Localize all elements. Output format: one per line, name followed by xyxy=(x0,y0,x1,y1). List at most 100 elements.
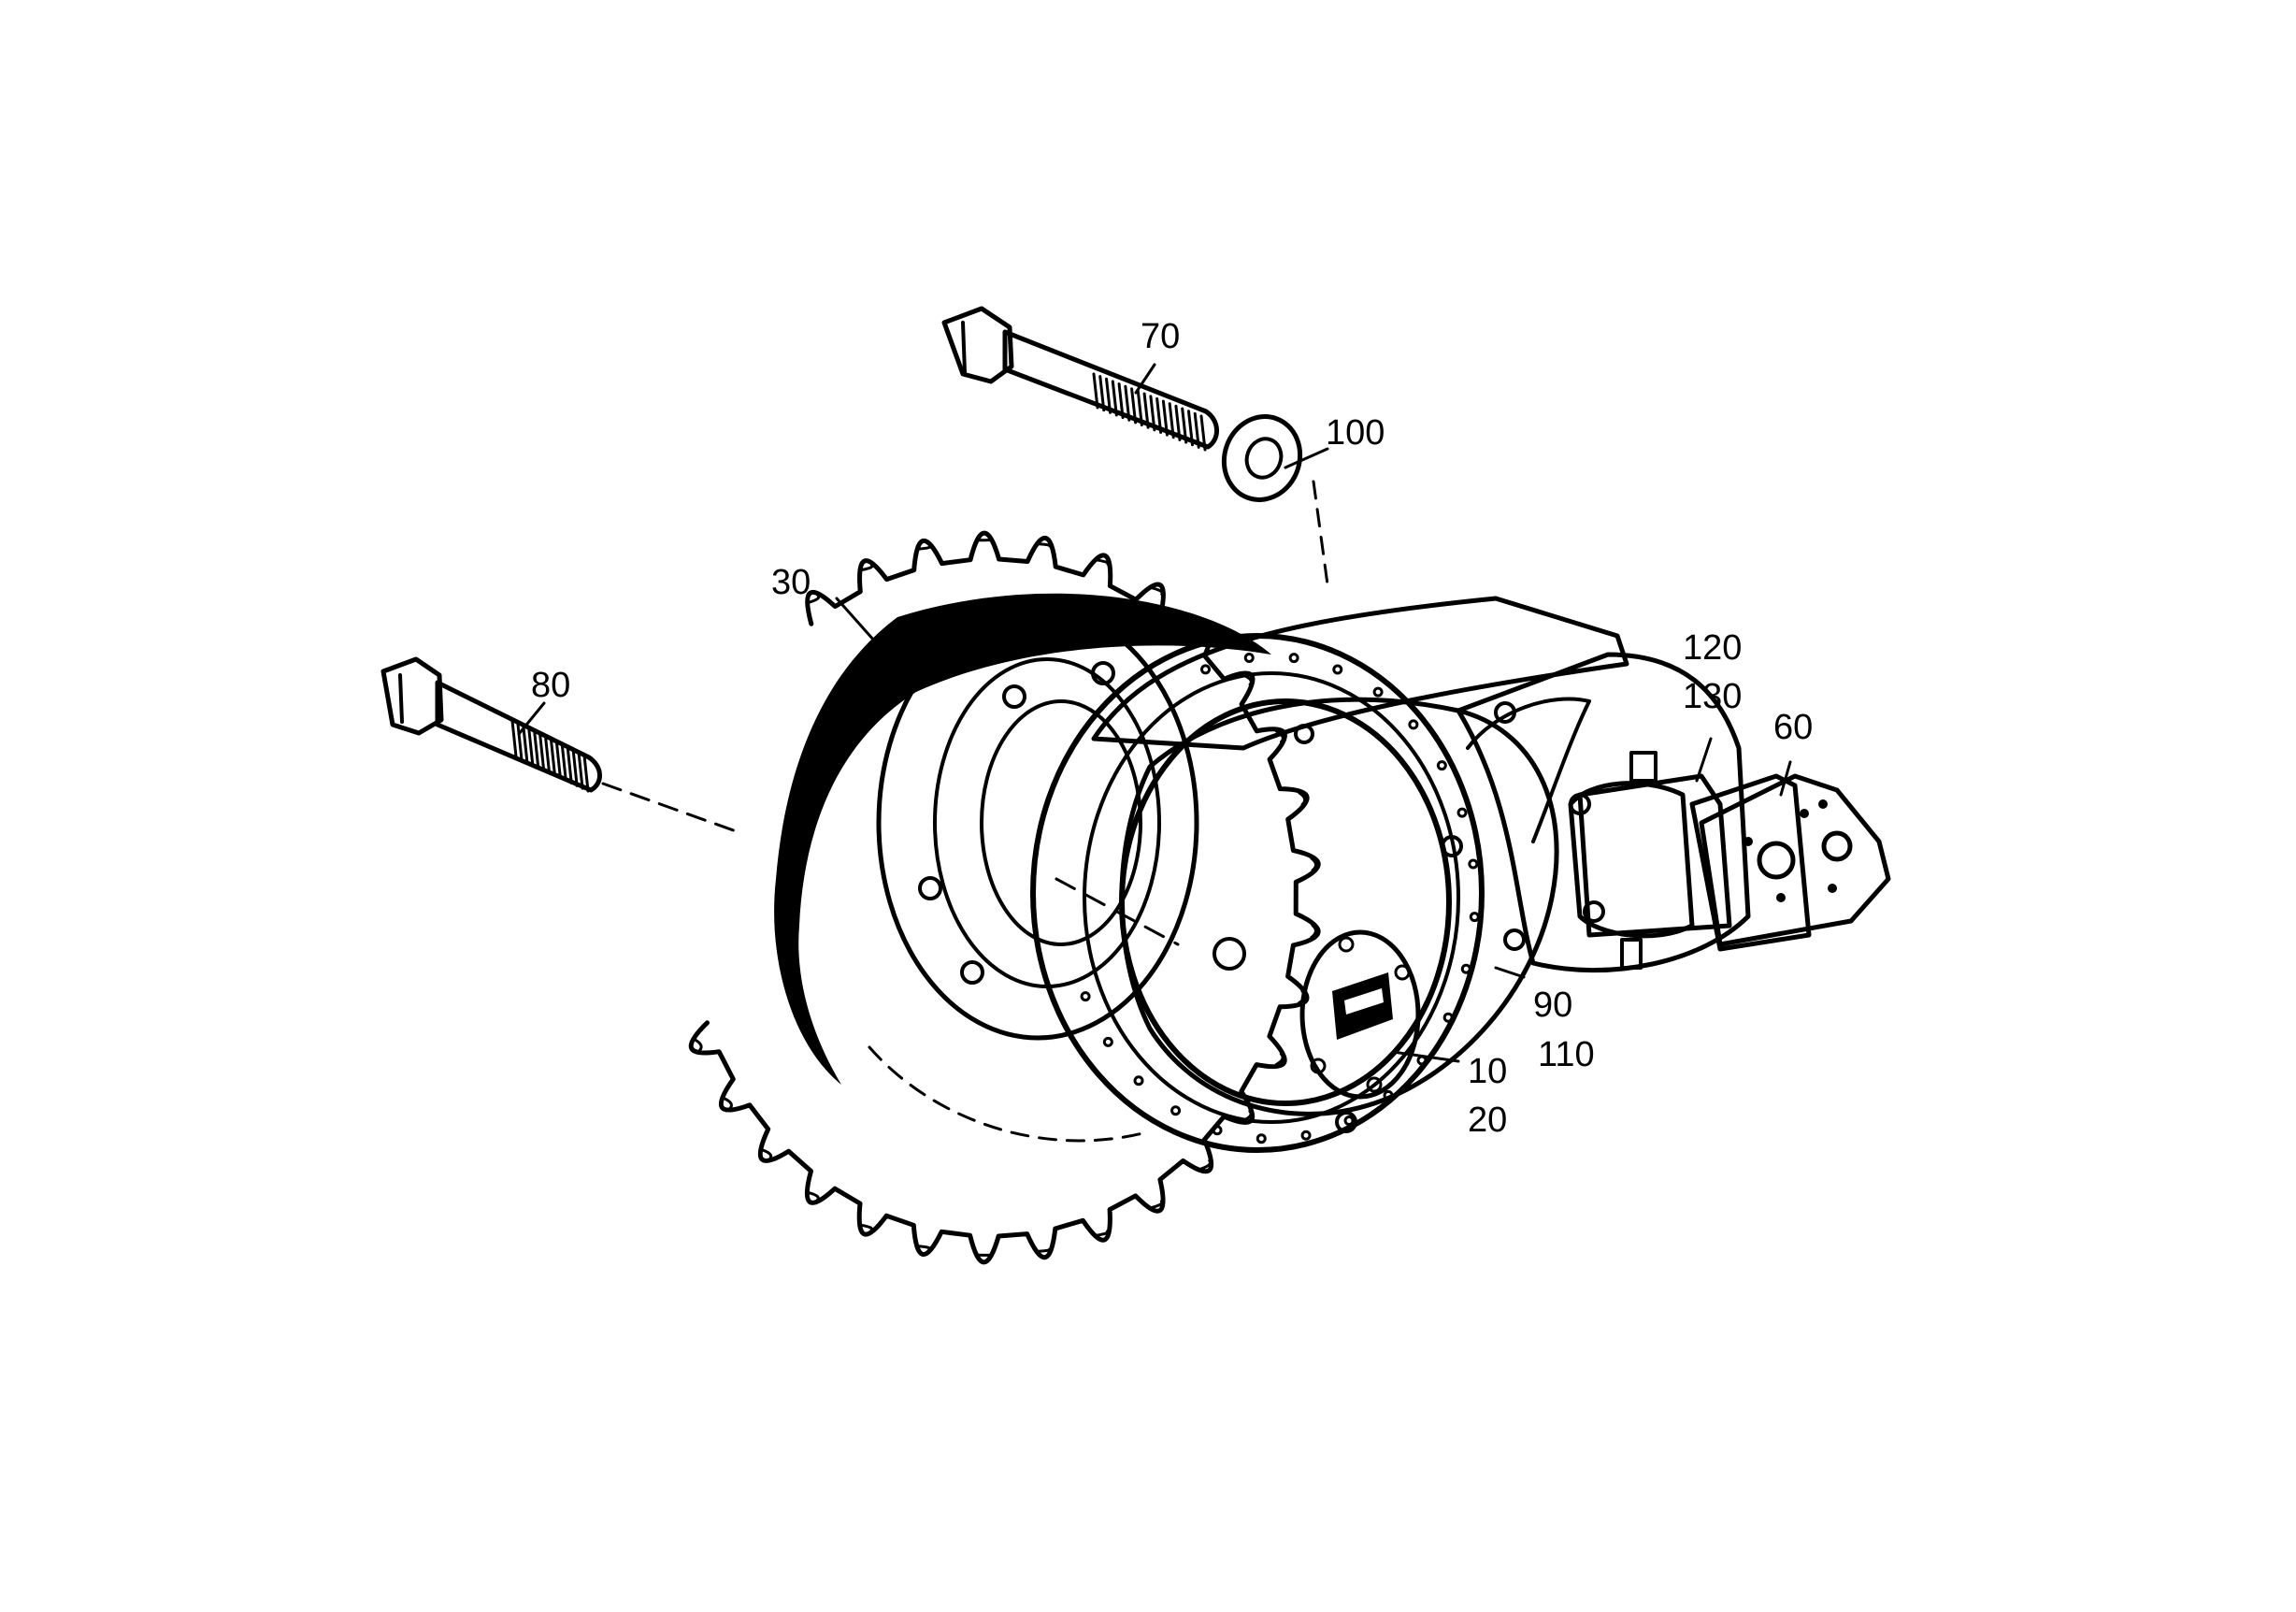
ring-bolt-head xyxy=(1212,1125,1223,1136)
bolt-thread-line xyxy=(1092,372,1099,410)
ring-bolt-head xyxy=(1383,1089,1394,1101)
bolt-thread-line xyxy=(1149,395,1156,432)
hydraulic-motor xyxy=(1568,751,1891,970)
leader-lines xyxy=(517,363,1792,1063)
bolt-thread-line xyxy=(1111,380,1118,417)
callout-70: 70 xyxy=(1141,317,1180,356)
bolt-thread-line xyxy=(1124,384,1131,422)
ring-bolt-head xyxy=(1457,807,1468,818)
ring-bolt-head xyxy=(1256,1133,1267,1144)
bolt-thread-line xyxy=(1155,396,1163,434)
ring-bolt-head xyxy=(1436,760,1447,771)
bolt-thread-line xyxy=(533,729,540,769)
ring-bolt-head xyxy=(1133,1075,1144,1087)
ring-bolt-head xyxy=(1469,912,1480,923)
bolt-thread-line xyxy=(566,745,573,784)
callout-30: 30 xyxy=(771,563,811,602)
bolt-thread-line xyxy=(1199,414,1207,452)
callout-10: 10 xyxy=(1468,1052,1507,1091)
nameplate-cover xyxy=(1299,929,1421,1100)
bolt-thread-line xyxy=(516,722,524,761)
motor-port-block xyxy=(1699,773,1891,947)
ring-bolt-head xyxy=(1080,991,1091,1002)
ring-bolt-head xyxy=(1343,1115,1355,1127)
bolt-thread-line xyxy=(1168,402,1175,439)
bolt-thread-line xyxy=(549,738,556,777)
bolt-thread-line xyxy=(1136,390,1143,427)
bolt-thread-line xyxy=(1117,382,1125,420)
bolt-thread-line xyxy=(1193,411,1200,449)
sprocket-tooth-shade xyxy=(807,1191,820,1202)
ring-bolt-head xyxy=(1288,653,1299,664)
ring-bolt-head xyxy=(1442,1012,1454,1023)
ring-bolt-head xyxy=(1460,963,1471,974)
bolt-thread-line xyxy=(527,727,535,767)
drive-housing xyxy=(1030,596,1751,1153)
sprocket-tooth-shade xyxy=(1151,586,1164,597)
bolt-thread-line xyxy=(1142,392,1150,429)
callout-120: 120 xyxy=(1683,628,1742,668)
sprocket-tooth-shade xyxy=(722,1097,733,1110)
bolt-thread-line xyxy=(522,725,529,764)
bolt-thread-line xyxy=(538,732,546,771)
sprocket-tooth-shade xyxy=(1037,1247,1052,1253)
bolt-thread-line xyxy=(1161,399,1169,437)
bolt-thread-line xyxy=(544,735,552,774)
sprocket-tooth-shade xyxy=(1274,729,1284,743)
sprocket-tooth-shade xyxy=(1274,1052,1284,1067)
sprocket-tooth-shade xyxy=(807,594,821,604)
bolt-thread-line xyxy=(571,748,579,787)
sprocket-hub-flange xyxy=(876,605,1199,1041)
sprocket-tooth-shade xyxy=(1310,924,1317,939)
bolt-80 xyxy=(380,656,740,834)
bolt-thread-line xyxy=(1174,404,1182,441)
bolt-thread-line xyxy=(582,754,590,793)
housing-ring xyxy=(1030,633,1485,1153)
callout-90: 90 xyxy=(1533,986,1572,1025)
sprocket-rim-shadow xyxy=(774,593,1271,1085)
sprocket-tooth-shade xyxy=(917,1245,931,1250)
sprocket-tooth-shade xyxy=(860,564,874,571)
ring-bolt-head xyxy=(1200,664,1212,675)
sprocket-tooth-shade xyxy=(859,1223,874,1231)
bolt-thread-line xyxy=(1181,407,1188,444)
sprocket-tooth-shade xyxy=(693,1038,703,1053)
sprocket-tooth-shade xyxy=(917,544,932,551)
bolt-thread-line xyxy=(1105,377,1112,414)
bolt-thread-line xyxy=(560,743,567,783)
callout-110: 110 xyxy=(1538,1035,1595,1074)
washer-100 xyxy=(1221,414,1329,586)
sprocket-tooth-shade xyxy=(1199,1159,1213,1171)
callout-60: 60 xyxy=(1773,708,1813,747)
sprocket-tooth-shade xyxy=(1096,1230,1110,1237)
sprocket-tooth-shade xyxy=(1150,1200,1164,1209)
callout-130: 130 xyxy=(1683,677,1742,716)
ring-bolt-head xyxy=(1102,1036,1113,1047)
ring-bolt-head xyxy=(1170,1105,1182,1116)
bolt-thread-line xyxy=(510,719,518,758)
sprocket-tooth-shade xyxy=(1096,558,1110,567)
ring-bolt-head xyxy=(1243,653,1255,664)
ring-bolt-head xyxy=(1332,664,1343,675)
ring-bolt-head xyxy=(1300,1130,1312,1141)
ring-bolt-head xyxy=(1468,858,1479,870)
bolt-thread-line xyxy=(554,741,562,780)
sprocket-tooth-shade xyxy=(1310,856,1317,872)
callout-80: 80 xyxy=(531,666,570,705)
bolt-thread-line xyxy=(1186,410,1194,447)
housing-cover xyxy=(1119,697,1559,1116)
ring-bolt-head xyxy=(1408,719,1419,730)
callout-labels: 70 100 30 80 120 130 60 90 110 10 20 xyxy=(531,317,1813,1140)
callout-20: 20 xyxy=(1468,1101,1507,1140)
bolt-thread-line xyxy=(577,751,584,790)
sprocket xyxy=(688,530,1321,1265)
callout-100: 100 xyxy=(1326,413,1385,453)
bolt-thread-line xyxy=(1098,375,1106,412)
sprocket-tooth-shade xyxy=(760,1148,773,1160)
bolt-70 xyxy=(941,306,1219,452)
ring-bolt-head xyxy=(1372,686,1384,698)
sprocket-tooth-shade xyxy=(1298,791,1307,806)
bolt-thread-line xyxy=(1130,387,1138,425)
sprocket-tooth-shade xyxy=(1038,542,1052,548)
